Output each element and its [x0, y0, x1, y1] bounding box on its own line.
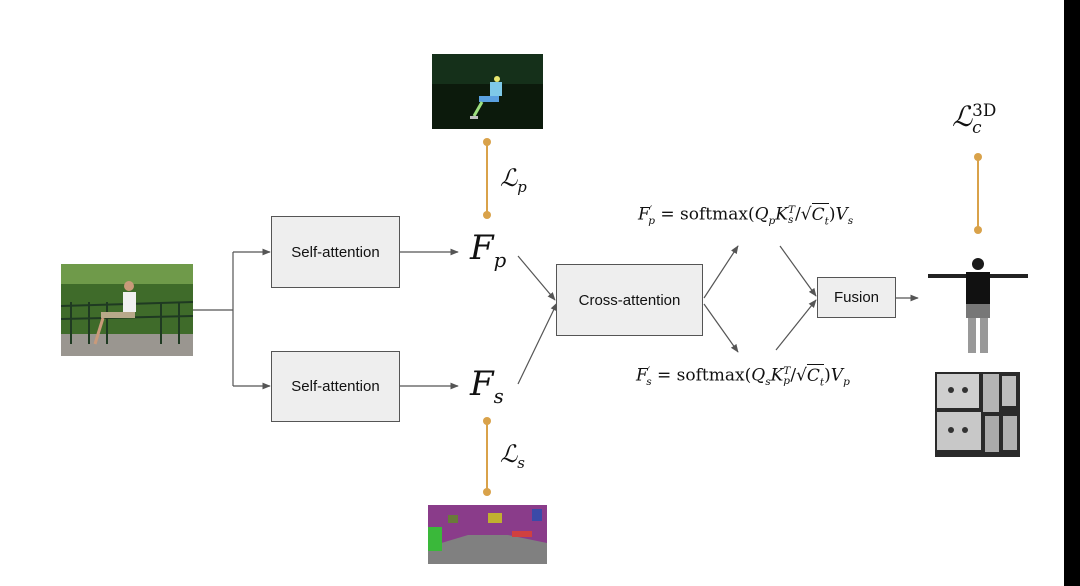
- arrow-top-formula-to-fusion: [779, 245, 817, 297]
- output-3d-body-mesh: [928, 255, 1028, 355]
- arrow-bottom-formula-to-fusion: [775, 299, 817, 351]
- screen-edge-bar: [1064, 0, 1080, 586]
- loss-segmentation: ℒs: [500, 440, 525, 472]
- self-attention-top-box: Self-attention: [271, 216, 400, 288]
- input-photo-person-on-bench: [61, 264, 193, 356]
- cross-attention-label: Cross-attention: [578, 291, 681, 309]
- arrow-fp-to-cross: [517, 255, 556, 301]
- fusion-box: Fusion: [817, 277, 896, 318]
- self-attention-top-label: Self-attention: [291, 243, 380, 261]
- self-attention-bottom-label: Self-attention: [291, 378, 380, 395]
- feature-fs: Fs: [470, 364, 504, 408]
- cross-attention-box: Cross-attention: [556, 264, 703, 336]
- parsing-mask-image: [432, 54, 543, 129]
- arrow-cross-to-bottom-formula: [703, 303, 739, 353]
- fusion-label: Fusion: [833, 289, 880, 306]
- feature-fp: Fp: [470, 228, 507, 272]
- arrow-cross-to-top-formula: [703, 245, 739, 299]
- loss-parsing: ℒp: [500, 164, 527, 196]
- self-attention-bottom-box: Self-attention: [271, 351, 400, 422]
- arrow-fs-to-cross: [517, 302, 558, 385]
- output-uv-texture-map: [935, 372, 1020, 457]
- segmentation-mask-image: [428, 505, 547, 564]
